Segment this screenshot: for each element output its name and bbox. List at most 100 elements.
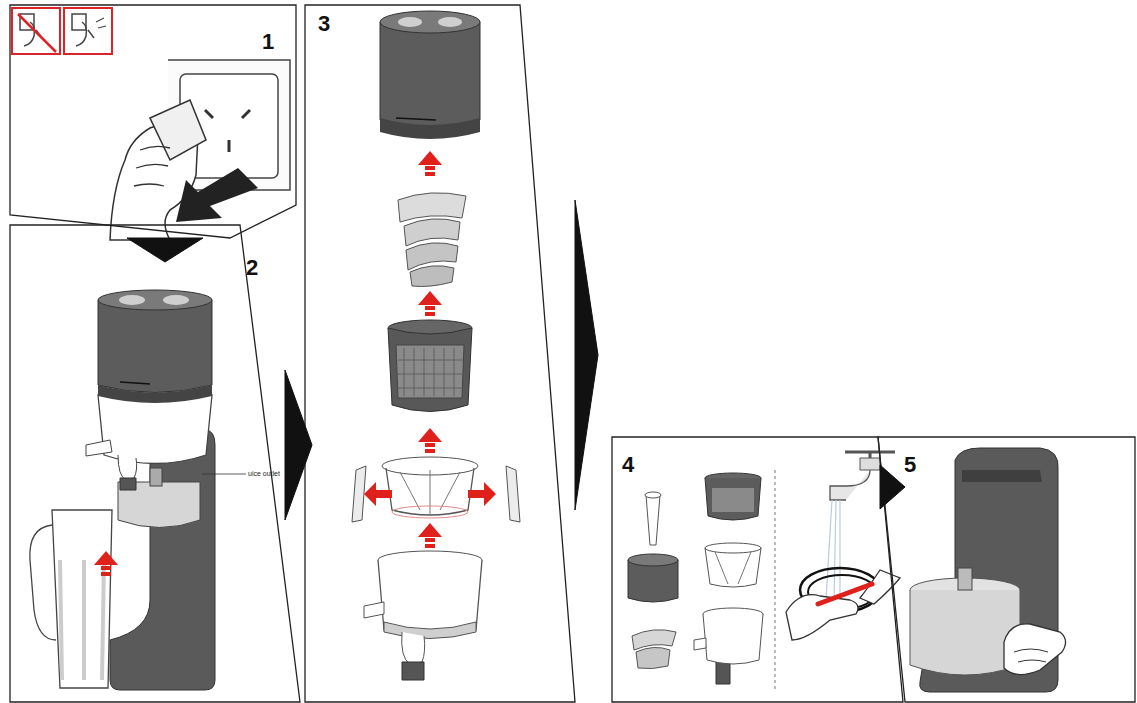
faucet-and-brush-shape [826,500,840,600]
brush-holder-part-shape [386,468,474,515]
brush-holder-part-shape [418,523,442,548]
auger-part-shape [418,291,442,316]
brush-holder-part-shape [468,482,496,506]
faucet-and-brush-shape [860,458,880,470]
panel-outline [10,225,302,703]
juice-cup-shape [60,560,104,680]
juicer-assembled-shape [110,430,215,690]
faucet-and-brush-shape [830,470,870,500]
panel-outline [10,5,300,245]
juicer-assembled-shape [202,474,246,475]
panel-border [612,437,903,702]
panel-border [305,5,575,702]
panel-border [878,437,1135,702]
juicer-assembled-shape [120,478,136,490]
step-arrow [575,200,598,510]
brush-holder-part-shape [364,482,392,506]
juice-cup-shape [30,525,56,640]
juice-cup-shape [52,510,112,688]
step-arrow [127,238,203,262]
step-number: 1 [262,31,274,53]
hopper-part-shape [380,22,480,127]
step-panel: 2 [10,225,302,703]
faucet-and-brush-shape [818,584,872,604]
brush-holder-part-shape [352,466,366,522]
bowl-part-shape [364,602,384,618]
step-panel: 3 [305,5,577,703]
juicer-assembled-shape [118,455,137,480]
juicer-assembled-shape [98,300,212,393]
juicer-assembled [86,290,246,690]
screen-part-shape [396,345,464,398]
washing-parts-shape [645,492,661,498]
washing-parts-shape [716,662,730,684]
brush-holder-part-shape [506,466,520,522]
auger-part-shape [398,193,466,222]
step-panel: 1 [10,5,300,245]
step-panel: 4 [612,437,905,703]
brush-holder-part [352,457,520,548]
step-arrow [285,370,312,520]
auger-part-shape [410,266,454,287]
juicer-assembled-shape [98,385,212,403]
auger-part-shape [404,219,460,246]
plug-icons-shape [76,22,94,46]
juicer-assembled-shape [120,382,150,384]
juicer-assembled-shape [150,468,162,486]
juice-cup [30,510,118,688]
screen-part-shape [388,328,472,412]
washing-parts-shape [632,630,676,650]
washing-parts-shape [705,543,761,553]
panel-outline [612,437,905,703]
bowl-part-shape [402,632,425,664]
plug-icons-shape [18,14,56,52]
motor-base-shape [958,568,972,590]
hand-with-plug-shape [176,168,258,222]
juicer-assembled-shape [119,295,145,305]
juicer-assembled-shape [86,440,112,456]
step-number: 2 [246,257,258,279]
plug-icons-shape [12,8,60,54]
panel-outline [305,5,577,703]
part-label: uice outlet [248,470,280,478]
juicer-assembled-shape [163,295,189,305]
washing-parts-shape [705,478,761,520]
motor-base-shape [1014,649,1048,662]
washing-parts-shape [705,548,761,587]
washing-parts-shape [628,554,678,566]
screen-part-shape [418,428,442,453]
plug-icons-shape [64,8,112,54]
auger-part [398,193,466,316]
step-number: 3 [318,13,330,35]
motor-base-shape [1004,624,1066,675]
plug-icons-shape [72,14,86,30]
faucet-and-brush-shape [845,452,895,458]
screen-part-shape [398,348,464,396]
hand-with-plug [110,100,258,240]
hopper-part-shape [380,118,480,139]
hopper-part [380,11,480,176]
washing-parts-shape [712,488,754,512]
hand-with-plug-shape [134,146,170,186]
step-number: 5 [904,454,916,476]
motor-base [910,448,1066,692]
washing-parts-shape [646,495,660,545]
plug-icons [12,8,112,54]
hand-with-plug-shape [150,100,206,160]
motor-base-shape [962,470,1042,482]
brush-holder-part-shape [392,506,468,518]
screen-part [388,320,472,453]
washing-parts-shape [694,638,706,650]
bowl-part-shape [384,622,476,639]
panel-border [10,5,296,238]
washing-parts [628,470,775,690]
brush-holder-part-shape [400,470,460,515]
juicer-assembled-shape [98,290,212,310]
hopper-part-shape [398,17,422,27]
wall-outlet-shape [205,110,250,152]
step-arrow [880,465,905,509]
juice-cup-shape [94,551,118,576]
